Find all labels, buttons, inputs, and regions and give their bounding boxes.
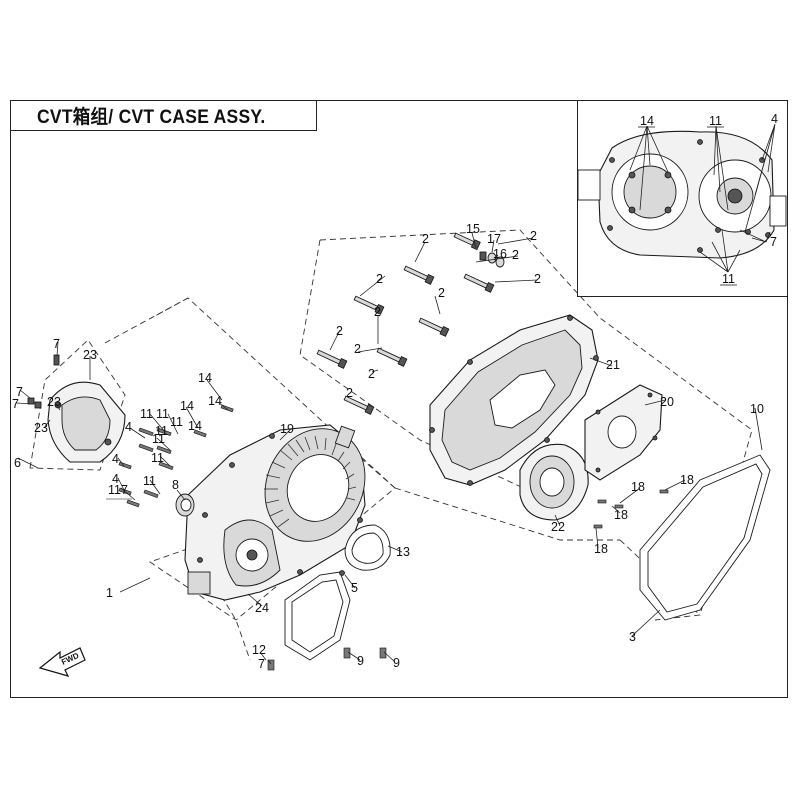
callout-22: 22 (551, 520, 565, 534)
callout-7e: 7 (121, 483, 128, 497)
callout-4a: 4 (125, 420, 132, 434)
callout-2a: 2 (422, 232, 429, 246)
title-box: CVT箱组/ CVT CASE ASSY. (11, 101, 317, 131)
callout-16: 16 (493, 247, 507, 261)
callout-2h: 2 (530, 229, 537, 243)
callout-7c: 7 (12, 397, 19, 411)
callout-11b: 11 (156, 407, 169, 421)
part-1-inner-cover (184, 424, 366, 601)
callout-23b: 23 (47, 395, 61, 409)
callout-7a: 7 (53, 337, 60, 351)
part-13-gasket (344, 524, 391, 571)
callout-11g: 11 (155, 424, 168, 438)
callout-9a: 9 (357, 654, 364, 668)
inset-callout-11: 11 (709, 114, 722, 128)
callout-2c: 2 (376, 272, 383, 286)
callout-13: 13 (396, 545, 410, 559)
part-8-oil-seal (175, 493, 195, 517)
callout-2k: 2 (346, 386, 353, 400)
callout-2b: 2 (438, 286, 445, 300)
callout-24: 24 (255, 601, 269, 615)
callout-4b: 4 (112, 452, 119, 466)
inset-callout-11b: 11 (722, 272, 735, 286)
callout-21: 21 (606, 358, 620, 372)
fwd-arrow-icon (38, 647, 86, 677)
callout-5: 5 (351, 581, 358, 595)
callout-14d: 14 (188, 419, 202, 433)
callout-7d: 7 (258, 657, 265, 671)
part-5-gasket (284, 570, 351, 661)
callout-17: 17 (487, 232, 501, 246)
callout-14a: 14 (198, 371, 212, 385)
callout-19: 19 (280, 422, 294, 436)
callout-6: 6 (14, 456, 21, 470)
inset-callout-4: 4 (771, 112, 778, 126)
callout-12: 12 (252, 643, 266, 657)
callout-14c: 14 (208, 394, 222, 408)
callout-18a: 18 (680, 473, 694, 487)
callout-23a: 23 (83, 348, 97, 362)
diagram-frame (10, 100, 788, 698)
callout-8: 8 (172, 478, 179, 492)
callout-1: 1 (106, 586, 113, 600)
callout-3: 3 (629, 630, 636, 644)
callout-11d: 11 (151, 451, 164, 465)
callout-2j: 2 (512, 248, 519, 262)
callout-10: 10 (750, 402, 764, 416)
callout-15: 15 (466, 222, 480, 236)
callout-23c: 23 (34, 421, 48, 435)
diagram-title: CVT箱组/ CVT CASE ASSY. (37, 107, 266, 128)
part-20-plate (584, 384, 663, 481)
part-21-outer-cover (429, 314, 599, 486)
callout-4c: 4 (112, 472, 119, 486)
part-2-bolts (316, 232, 495, 415)
callout-18d: 18 (594, 542, 608, 556)
callout-20: 20 (660, 395, 674, 409)
callout-2f: 2 (354, 342, 361, 356)
callout-11f: 11 (108, 483, 121, 497)
callout-11c: 11 (152, 432, 165, 446)
inset-callout-7: 7 (770, 235, 777, 249)
callout-2e: 2 (336, 324, 343, 338)
callout-18b: 18 (631, 480, 645, 494)
inset-assembled-cover (577, 123, 787, 273)
inset-view-box (577, 101, 787, 297)
callout-leaders (15, 232, 763, 665)
part-6-left-cover (27, 354, 126, 463)
part-10-outer-gasket (639, 454, 771, 621)
callout-labels: 1 2 2 2 2 2 2 2 2 2 2 2 3 4 4 4 5 6 7 7 … (12, 112, 778, 671)
callout-9b: 9 (393, 656, 400, 670)
part-22-air-duct (519, 443, 589, 521)
parts-15-16-17 (479, 251, 505, 268)
callout-18c: 18 (614, 508, 628, 522)
callout-11a: 11 (140, 407, 153, 421)
callout-11h: 11 (170, 415, 183, 429)
callout-14b: 14 (180, 399, 194, 413)
callout-11e: 11 (143, 474, 156, 488)
callout-2g: 2 (368, 367, 375, 381)
callout-2d: 2 (374, 305, 381, 319)
inset-callout-14: 14 (640, 114, 654, 128)
callout-7b: 7 (16, 385, 23, 399)
small-bolts (118, 404, 669, 671)
callout-2i: 2 (534, 272, 541, 286)
